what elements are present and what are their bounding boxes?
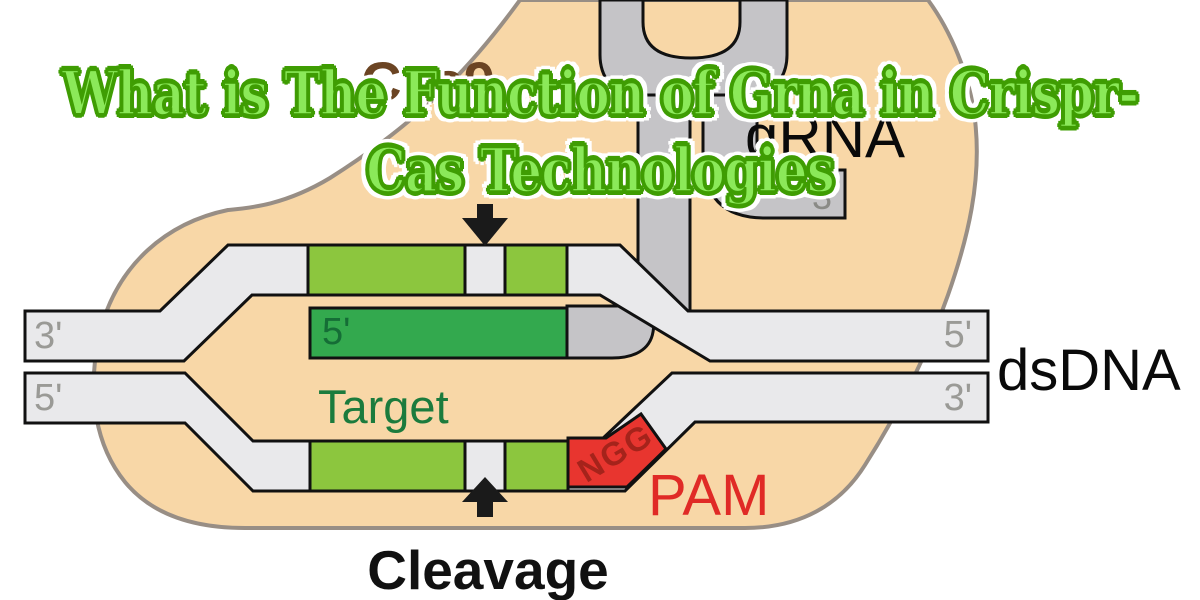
target-segment-bottom-right <box>503 439 570 493</box>
left-bottom-end-label: 5' <box>34 377 62 419</box>
cleavage-arrow-bottom <box>462 477 508 517</box>
cas9-label: Cas9 <box>361 50 495 113</box>
grna-scaffold-arm <box>701 93 847 220</box>
pam-segment <box>566 411 668 489</box>
grna-hairpin-loop <box>598 0 789 110</box>
dna-top-strand <box>23 243 990 363</box>
grna-label: gRNA <box>745 103 905 170</box>
target-label: Target <box>318 380 449 433</box>
target-segment-top-left <box>306 243 467 297</box>
target-segment-bottom-left <box>308 439 467 493</box>
target-segment-top-right <box>503 243 569 297</box>
cleavage-arrow-top <box>462 204 508 246</box>
grna-spacer-bar <box>308 306 569 360</box>
right-bottom-end-label: 3' <box>944 377 972 419</box>
cleavage-label: Cleavage <box>367 539 609 600</box>
right-top-end-label: 5' <box>944 314 972 356</box>
spacer-five-prime-label: 5' <box>322 311 350 353</box>
dna-bottom-strand <box>23 371 990 493</box>
pam-label: PAM <box>648 463 769 528</box>
dsdna-label: dsDNA <box>997 338 1181 403</box>
grna-three-prime-label: 3' <box>812 176 839 217</box>
left-top-end-label: 3' <box>34 315 62 357</box>
